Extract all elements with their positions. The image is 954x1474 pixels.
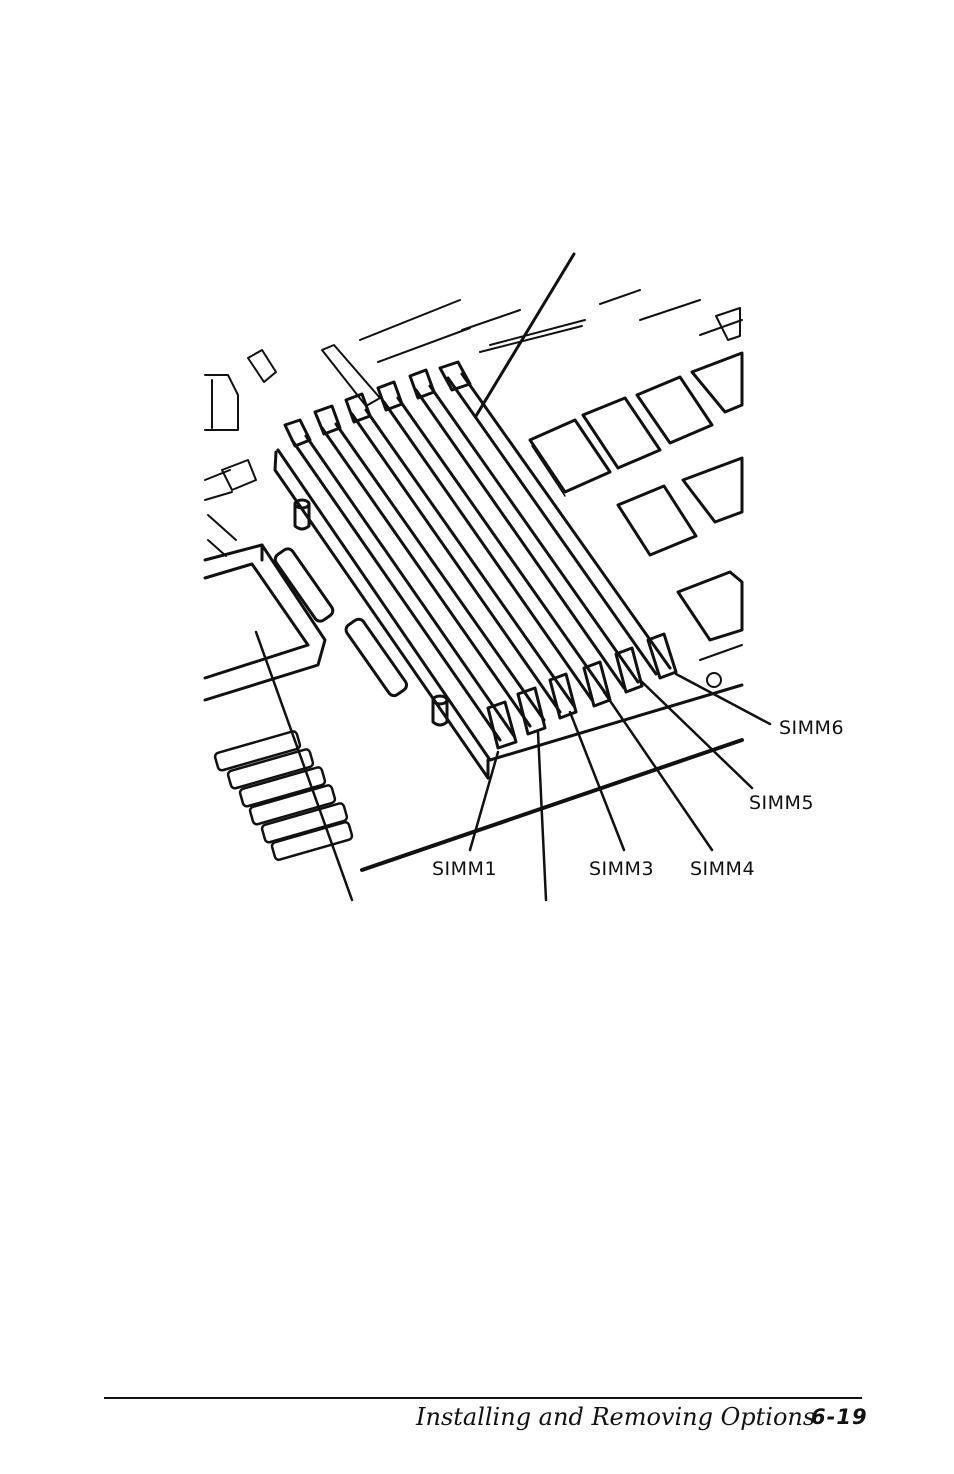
socket-5 [408,368,644,694]
socket-2 [313,404,547,736]
resistor-packs [213,730,354,861]
leader-simm5 [638,678,754,790]
label-simm3: SIMM3 [589,858,655,880]
leader-simm1 [468,750,500,852]
label-simm5: SIMM5 [749,792,815,814]
socket-3 [344,392,578,720]
simm-socket-bank [273,360,744,872]
chip-left [203,543,327,702]
label-simm1: SIMM1 [432,858,498,880]
leader-lines [254,630,772,902]
socket-1 [283,418,518,750]
leader-simm3 [568,710,626,852]
leader-simm6 [674,672,772,726]
footer-rule [104,1397,862,1399]
leader-chip [254,630,354,902]
label-simm4: SIMM4 [690,858,756,880]
leader-simm4 [602,690,714,852]
page-number: 6-19 [811,1405,868,1429]
board-outline [204,289,743,557]
leader-simm2 [536,730,548,902]
right-chips [528,351,744,688]
left-components [273,498,449,727]
socket-4 [376,380,612,708]
socket-6 [438,360,678,680]
label-simm6: SIMM6 [779,717,845,739]
footer-section-title: Installing and Removing Options [416,1403,816,1431]
